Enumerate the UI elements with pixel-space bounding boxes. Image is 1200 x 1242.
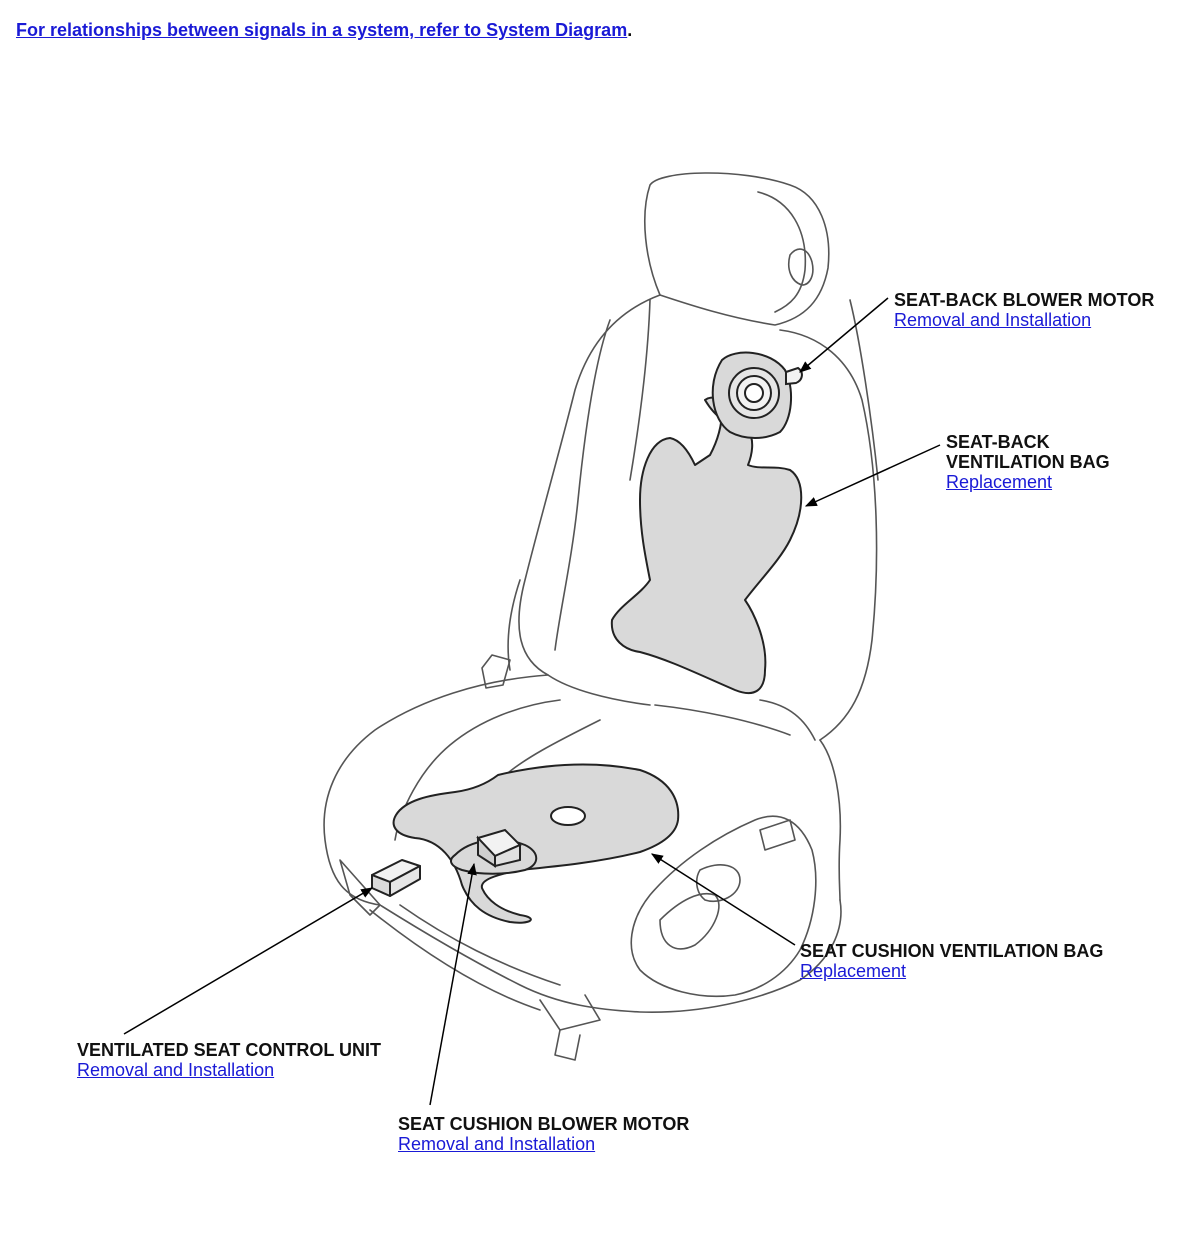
system-diagram-reference: For relationships between signals in a s… [16, 20, 632, 41]
seat-cushion-ventilation-bag-label: SEAT CUSHION VENTILATION BAG [800, 941, 1104, 961]
callout-seat-back-ventilation-bag: SEAT-BACK VENTILATION BAG Replacement [946, 432, 1110, 492]
seat-cushion-blower-motor-link[interactable]: Removal and Installation [398, 1134, 596, 1154]
seat-back-ventilation-bag-label-line1: SEAT-BACK [946, 432, 1050, 452]
seat-cushion-ventilation-bag-link[interactable]: Replacement [800, 961, 907, 981]
callout-seat-cushion-ventilation-bag: SEAT CUSHION VENTILATION BAG Replacement [800, 941, 1103, 981]
callout-seat-cushion-blower-motor: SEAT CUSHION BLOWER MOTOR Removal and In… [398, 1114, 689, 1154]
ventilated-seat-control-unit-link[interactable]: Removal and Installation [77, 1060, 275, 1080]
cushion-bag-hole [550, 806, 586, 826]
callout-ventilated-seat-control-unit: VENTILATED SEAT CONTROL UNIT Removal and… [77, 1040, 381, 1080]
leader-seat-back-ventilation-bag [804, 444, 941, 507]
seat-back-blower-motor-link[interactable]: Removal and Installation [894, 310, 1092, 330]
seat-back-ventilation-bag-label-line2: VENTILATION BAG [946, 452, 1110, 472]
seat-back-ventilation-bag-link[interactable]: Replacement [946, 472, 1053, 492]
callout-seat-back-blower-motor: SEAT-BACK BLOWER MOTOR Removal and Insta… [894, 290, 1154, 330]
ventilated-seat-control-unit-shape [371, 859, 421, 897]
system-diagram-link[interactable]: For relationships between signals in a s… [16, 20, 628, 40]
leader-seat-cushion-blower-motor [429, 862, 477, 1106]
seat-cushion-blower-motor-label: SEAT CUSHION BLOWER MOTOR [398, 1114, 690, 1134]
ventilated-seat-control-unit-label: VENTILATED SEAT CONTROL UNIT [77, 1040, 381, 1060]
leader-lines [123, 297, 941, 1106]
seat-outline [323, 172, 879, 1061]
trailing-period: . [627, 20, 633, 40]
leader-ventilated-seat-control-unit [123, 887, 374, 1035]
leader-seat-cushion-ventilation-bag [650, 853, 796, 946]
seat-back-blower-motor-label: SEAT-BACK BLOWER MOTOR [894, 290, 1155, 310]
seat-back-blower-motor-shape [711, 351, 803, 439]
leader-seat-back-blower-motor [799, 297, 889, 373]
seat-back-ventilation-bag-shape [610, 396, 803, 695]
seat-cushion-ventilation-bag-shape [392, 763, 680, 924]
